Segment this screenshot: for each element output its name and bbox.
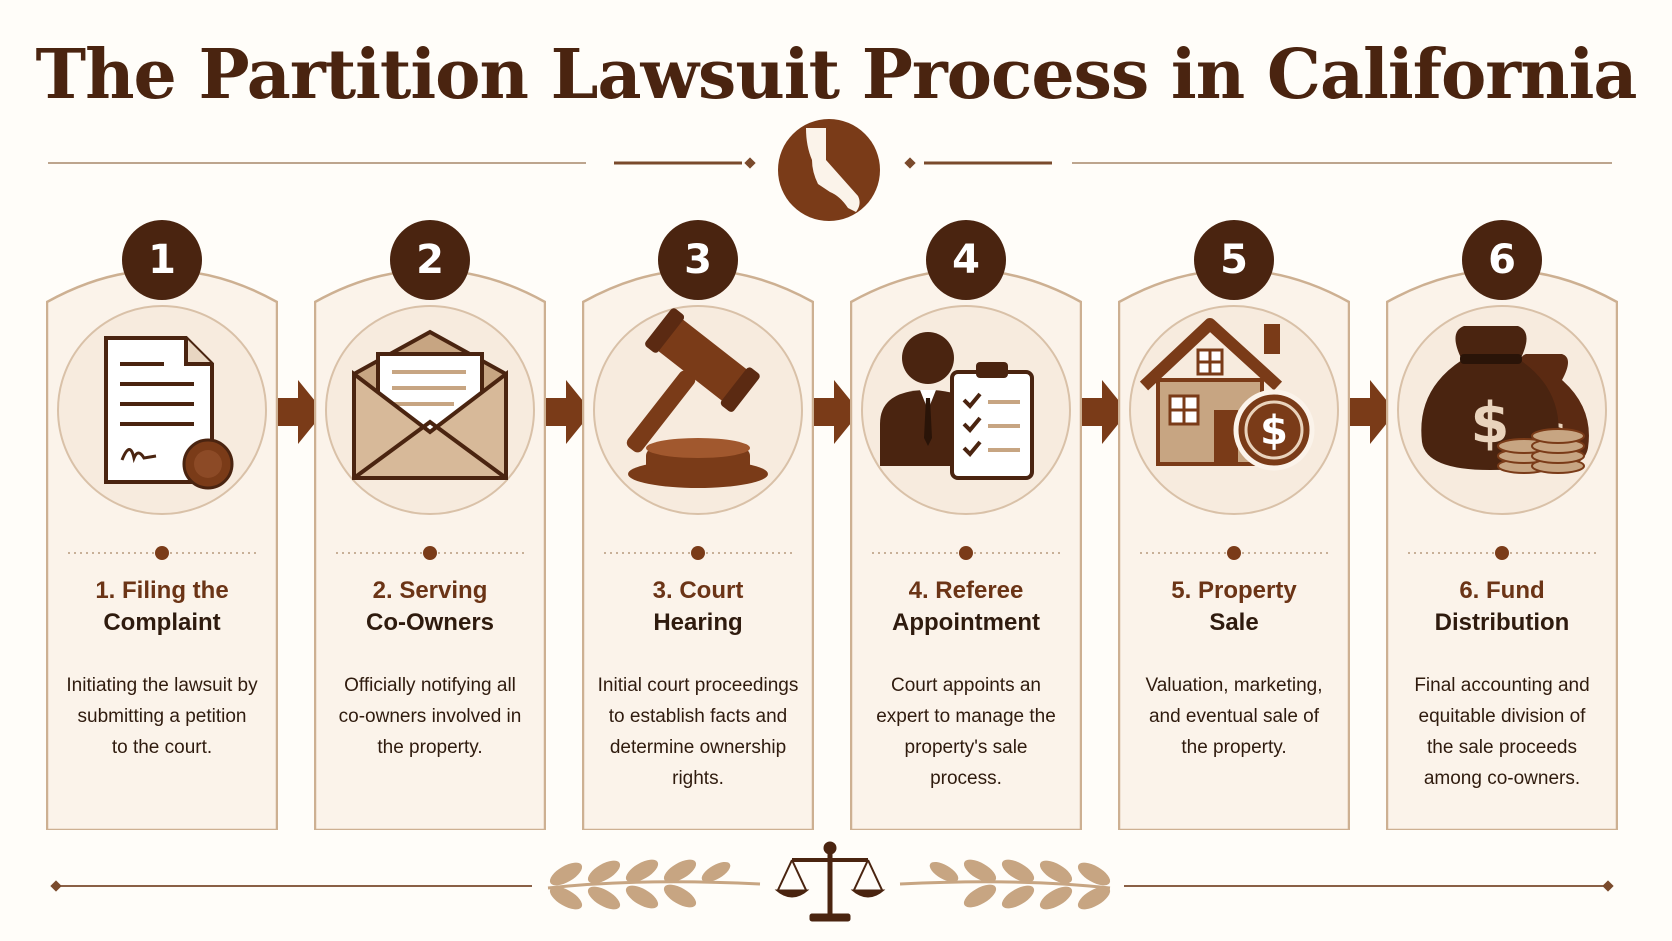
step-description: Initiating the lawsuit by submitting a p… [56, 670, 268, 763]
step-title-line2: Complaint [103, 609, 221, 636]
step-description-line: property's sale [904, 737, 1028, 758]
step-description-line: Court appoints an [891, 675, 1041, 696]
arrow-right-icon [278, 380, 324, 444]
step-card-5: $ 5 5. Property Sale Valuation, marketin… [1118, 220, 1350, 830]
step-title-line1: 2. Serving [372, 577, 488, 604]
arrow-right-icon [546, 380, 592, 444]
step-card-4: 4 4. Referee Appointment Court appoints … [850, 220, 1082, 830]
referee-clipboard-icon [880, 332, 1034, 480]
step-description-line: among co-owners. [1423, 768, 1581, 789]
step-description: Officially notifying all co-owners invol… [324, 670, 536, 763]
arrow-right-icon [1350, 380, 1396, 444]
laurel-branch-icon [547, 859, 761, 910]
step-description-line: the property. [377, 737, 483, 758]
card-frame [314, 268, 546, 830]
california-map-icon [778, 119, 880, 221]
step-title-line2: Distribution [1434, 609, 1570, 636]
step-description: Valuation, marketing, and eventual sale … [1128, 670, 1340, 763]
step-title: 1. Filing the Complaint [46, 575, 278, 639]
step-card-2: 2 2. Serving Co-Owners Officially notify… [314, 220, 546, 830]
arrow-right-icon [814, 380, 860, 444]
step-description-line: to the court. [111, 737, 213, 758]
step-description-line: rights. [672, 768, 724, 789]
step-number-badge: 3 [658, 220, 738, 300]
card-frame: $ [1118, 268, 1350, 830]
step-description: Court appoints an expert to manage the p… [860, 670, 1072, 794]
step-description-line: equitable division of [1418, 706, 1586, 727]
step-title-line1: 5. Property [1171, 577, 1297, 604]
step-card-1: 1 1. Filing the Complaint Initiating the… [46, 220, 278, 830]
scales-of-justice-icon [774, 841, 886, 922]
step-description: Final accounting and equitable division … [1396, 670, 1608, 794]
step-description-line: to establish facts and [608, 706, 788, 727]
step-title: 2. Serving Co-Owners [314, 575, 546, 639]
step-description-line: and eventual sale of [1148, 706, 1320, 727]
gavel-icon [626, 308, 768, 488]
step-number-badge: 6 [1462, 220, 1542, 300]
step-number-badge: 2 [390, 220, 470, 300]
step-title-line1: 3. Court [652, 577, 744, 604]
money-bags-icon: $ $ [1421, 326, 1589, 474]
step-description: Initial court proceedings to establish f… [592, 670, 804, 794]
arrow-right-icon [1082, 380, 1128, 444]
step-title-line1: 1. Filing the [95, 577, 229, 604]
step-title-line2: Co-Owners [365, 609, 494, 636]
step-description-line: Final accounting and [1414, 675, 1590, 696]
step-title-line2: Hearing [653, 609, 743, 636]
step-title-line2: Sale [1209, 609, 1259, 636]
document-seal-icon [104, 336, 234, 490]
step-title: 6. Fund Distribution [1386, 575, 1618, 639]
card-frame [582, 268, 814, 830]
bottom-divider [50, 880, 1614, 892]
step-description-line: determine ownership [609, 737, 787, 758]
top-divider [48, 157, 1612, 169]
card-frame [46, 268, 278, 830]
step-description-line: submitting a petition [77, 706, 247, 727]
step-title: 5. Property Sale [1118, 575, 1350, 639]
envelope-icon [352, 329, 508, 480]
house-dollar-icon: $ [1139, 318, 1315, 471]
step-description-line: Initiating the lawsuit by [66, 675, 258, 696]
step-description-line: the sale proceeds [1427, 737, 1577, 758]
step-title: 3. Court Hearing [582, 575, 814, 639]
step-description-line: Officially notifying all [344, 675, 516, 696]
step-number-badge: 4 [926, 220, 1006, 300]
card-frame [850, 268, 1082, 830]
step-description-line: Valuation, marketing, [1145, 675, 1323, 696]
step-number-badge: 5 [1194, 220, 1274, 300]
laurel-branch-icon [899, 859, 1111, 910]
card-frame: $ $ [1386, 268, 1618, 830]
step-description-line: co-owners involved in [338, 706, 522, 727]
step-description-line: process. [930, 768, 1002, 789]
step-card-6: $ $ 6 6. Fund Distribution Final account… [1386, 220, 1618, 830]
step-title-line2: Appointment [892, 609, 1040, 636]
step-number-badge: 1 [122, 220, 202, 300]
step-description-line: the property. [1181, 737, 1287, 758]
step-title: 4. Referee Appointment [850, 575, 1082, 639]
step-card-3: 3 3. Court Hearing Initial court proceed… [582, 220, 814, 830]
step-title-line1: 4. Referee [908, 577, 1024, 604]
step-description-line: Initial court proceedings [597, 675, 799, 696]
svg-text:$: $ [1260, 408, 1288, 454]
step-title-line1: 6. Fund [1459, 577, 1545, 604]
page-title: The Partition Lawsuit Process in Califor… [35, 35, 1638, 115]
step-description-line: expert to manage the [876, 706, 1056, 727]
